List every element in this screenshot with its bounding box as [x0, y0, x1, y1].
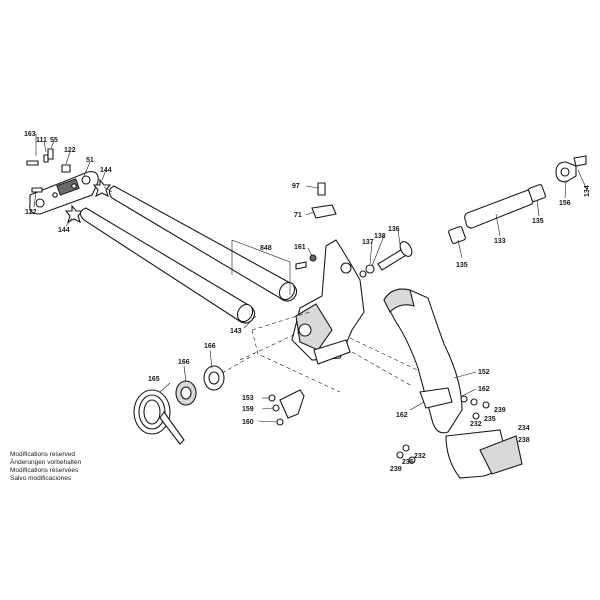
label-159: 159 [242, 406, 254, 413]
label-162-left: 162 [396, 412, 408, 419]
label-161: 161 [294, 244, 306, 251]
label-239-bottom: 239 [390, 466, 402, 473]
notice-line-en: Modifications reserved [10, 451, 75, 458]
spring-assembly [133, 365, 225, 445]
label-122-bottom: 122 [25, 209, 37, 216]
label-111: 111 [36, 137, 47, 144]
label-144-top: 144 [100, 167, 112, 174]
leader-lines [33, 134, 588, 423]
label-152: 152 [478, 369, 490, 376]
label-166-bottom: 166 [178, 359, 190, 366]
shaft-assembly [359, 241, 413, 278]
label-163: 163 [24, 131, 36, 138]
label-153: 153 [242, 395, 254, 402]
label-162-right: 162 [478, 386, 490, 393]
label-156: 156 [559, 200, 571, 207]
guide-tubes [79, 185, 298, 324]
label-235-right: 235 [484, 416, 496, 423]
label-135-right: 135 [532, 218, 544, 225]
guard-hardware [396, 395, 490, 464]
notice-line-de: Änderungen vorbehalten [10, 458, 82, 466]
label-234: 234 [518, 425, 530, 432]
right-tube-assembly [448, 155, 587, 244]
central-casting [291, 182, 365, 365]
label-232-bottom: 232 [414, 453, 426, 460]
label-143: 143 [230, 328, 242, 335]
label-135-left: 135 [456, 262, 468, 269]
label-134: 134 [584, 185, 591, 197]
label-238: 238 [518, 437, 530, 444]
label-51: 51 [86, 157, 94, 164]
label-848: 848 [260, 245, 272, 252]
modifications-notice: Modifications reserved Änderungen vorbeh… [10, 451, 82, 482]
label-97: 97 [292, 183, 300, 190]
label-55: 55 [50, 137, 58, 144]
blade-guard [383, 288, 523, 479]
label-235-bottom: 235 [402, 459, 414, 466]
label-122-top: 122 [64, 147, 76, 154]
small-bracket [268, 389, 305, 426]
label-232-right: 232 [470, 421, 482, 428]
label-165: 165 [148, 376, 160, 383]
bracket-assembly [26, 148, 112, 224]
label-133: 133 [494, 238, 506, 245]
label-71: 71 [294, 212, 302, 219]
label-137: 137 [362, 239, 374, 246]
label-136: 136 [388, 226, 400, 233]
part-labels: 163 111 55 122 51 144 122 144 97 71 848 … [24, 131, 591, 473]
notice-line-es: Salvo modificaciones [10, 475, 72, 482]
label-138: 138 [374, 233, 386, 240]
label-166-top: 166 [204, 343, 216, 350]
label-160: 160 [242, 419, 254, 426]
label-144-bottom: 144 [58, 227, 70, 234]
label-239-right: 239 [494, 407, 506, 414]
notice-line-fr: Modifications réservées [10, 467, 79, 474]
